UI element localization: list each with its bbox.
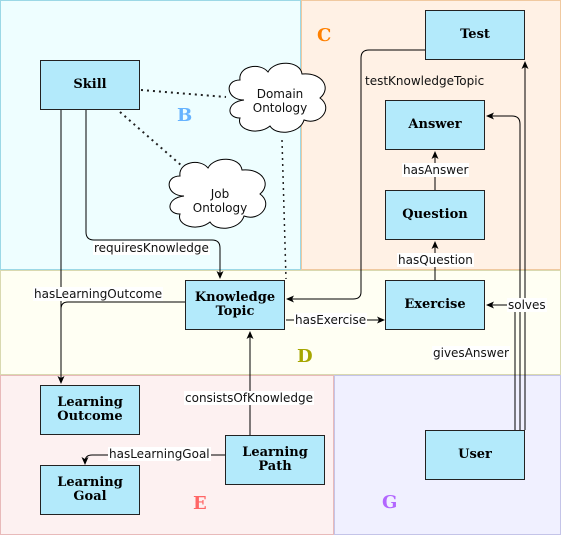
has-exercise-label: hasExercise <box>294 313 368 327</box>
requires-knowledge-edge <box>85 110 224 279</box>
region-label-d: D <box>297 346 313 367</box>
job-ontology-cloud <box>168 158 267 229</box>
test-knowledge-topic-edge <box>286 49 425 303</box>
has-answer-label: hasAnswer <box>402 163 470 177</box>
region-label-g: G <box>382 492 398 513</box>
region-label-c: C <box>317 25 332 46</box>
gives-answer-label: givesAnswer <box>432 346 510 360</box>
solves-edge <box>486 301 516 430</box>
has-learning-goal-edge <box>81 454 225 465</box>
domain-ontology-label: Domain Ontology <box>252 87 308 115</box>
requires-knowledge-label: requiresKnowledge <box>93 241 210 255</box>
skill-domain-ontology-dotted <box>140 89 227 98</box>
skill-node[interactable]: Skill <box>40 60 140 110</box>
knowledge-topic-node[interactable]: Knowledge Topic <box>185 280 285 330</box>
learning-outcome-node[interactable]: Learning Outcome <box>40 385 140 435</box>
domain-ontology-knowledge-dotted <box>281 139 287 280</box>
has-question-label: hasQuestion <box>397 253 474 267</box>
user-node[interactable]: User <box>425 430 525 480</box>
consists-of-knowledge-label: consistsOfKnowledge <box>184 391 314 405</box>
skill-job-ontology-dotted <box>119 111 183 167</box>
learning-path-node[interactable]: Learning Path <box>225 435 325 485</box>
solves-label: solves <box>507 298 547 312</box>
answer-node[interactable]: Answer <box>385 100 485 150</box>
learning-goal-node[interactable]: Learning Goal <box>40 465 140 515</box>
has-learning-goal-label: hasLearningGoal <box>108 447 211 461</box>
question-node[interactable]: Question <box>385 190 485 240</box>
region-b <box>0 0 301 270</box>
region-label-b: B <box>177 105 193 126</box>
job-ontology-label: Job Ontology <box>192 187 248 215</box>
gives-answer-edge <box>486 112 521 430</box>
test-knowledge-topic-label: testKnowledgeTopic <box>365 74 485 88</box>
test-node[interactable]: Test <box>425 10 525 60</box>
region-label-e: E <box>193 493 207 514</box>
knowledge-outcome-edge <box>60 301 185 310</box>
domain-ontology-cloud <box>228 62 327 133</box>
exercise-node[interactable]: Exercise <box>385 280 485 330</box>
has-learning-outcome-label: hasLearningOutcome <box>33 287 164 301</box>
